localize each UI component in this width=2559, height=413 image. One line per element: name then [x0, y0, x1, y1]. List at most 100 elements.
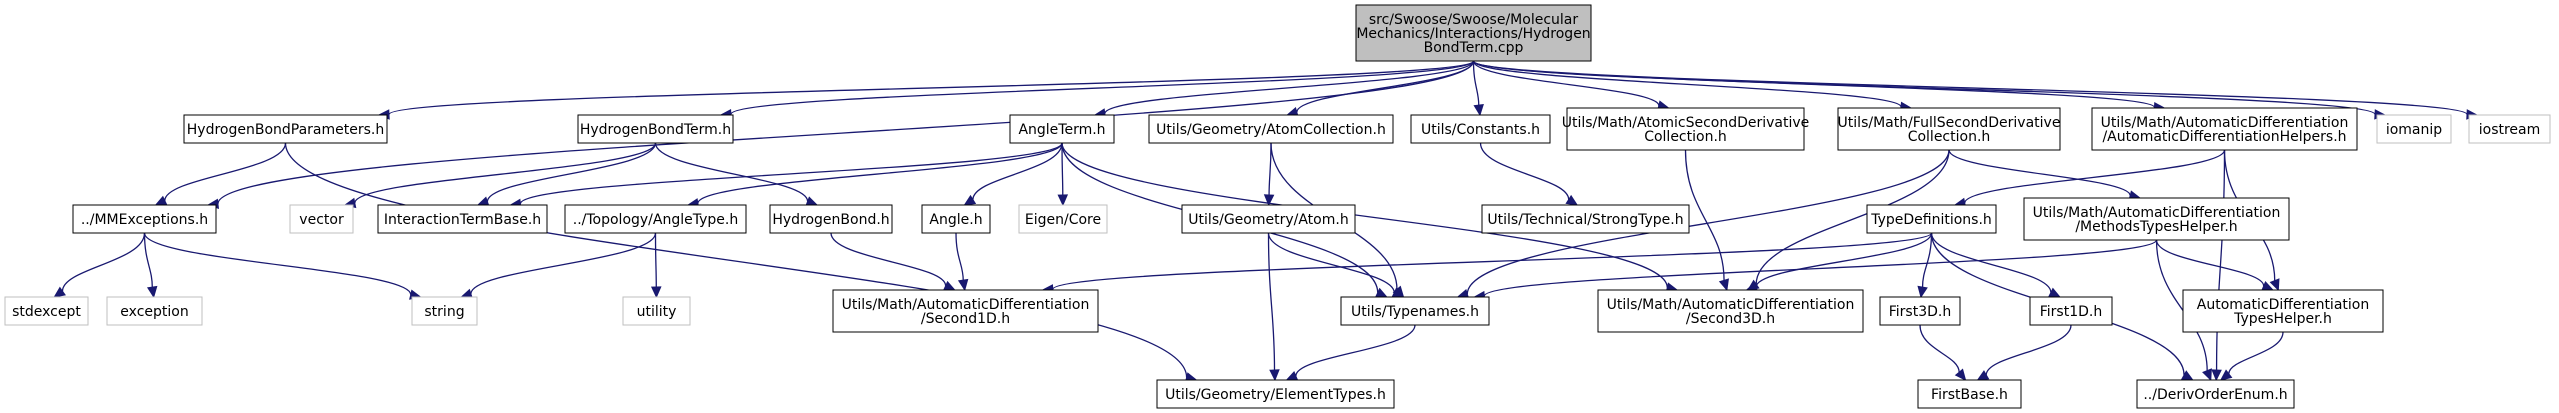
node-elementtypes[interactable]: Utils/Geometry/ElementTypes.h — [1156, 379, 1395, 409]
node-methodstypeshelper[interactable]: Utils/Math/AutomaticDifferentiation/Meth… — [2023, 197, 2290, 241]
node-constants[interactable]: Utils/Constants.h — [1410, 114, 1551, 144]
edge-typenames-to-elementtypes — [1285, 324, 1416, 381]
node-eigencore: Eigen/Core — [1018, 204, 1108, 234]
node-label: Mechanics/Interactions/Hydrogen — [1356, 26, 1590, 42]
node-label: utility — [637, 304, 677, 320]
edge-hydrogenbond-to-second1d — [830, 232, 956, 291]
node-label: stdexcept — [12, 304, 81, 320]
node-label: string — [424, 304, 464, 320]
node-label: HydrogenBondTerm.h — [580, 122, 731, 138]
node-label: FirstBase.h — [1931, 387, 2008, 403]
node-label: Utils/Geometry/Atom.h — [1188, 212, 1348, 228]
node-iomanip: iomanip — [2376, 114, 2452, 144]
node-label: AutomaticDifferentiation — [2197, 297, 2369, 313]
node-label: InteractionTermBase.h — [384, 212, 541, 228]
node-label: /MethodsTypesHelper.h — [2075, 219, 2237, 235]
node-string: string — [411, 296, 478, 326]
node-adhelpers[interactable]: Utils/Math/AutomaticDifferentiation/Auto… — [2091, 107, 2358, 151]
edge-angleterm-to-angletype — [686, 142, 1063, 209]
node-label: First1D.h — [2040, 304, 2102, 320]
node-label: iomanip — [2386, 122, 2442, 138]
node-first3d[interactable]: First3D.h — [1879, 296, 1961, 326]
node-hydrogenbond[interactable]: HydrogenBond.h — [769, 204, 893, 234]
edge-methodstypeshelper-to-derivorderenum — [2155, 239, 2212, 382]
node-label: HydrogenBond.h — [772, 212, 889, 228]
edge-angleterm-to-eigencore — [1057, 142, 1069, 207]
node-fullsecond[interactable]: Utils/Math/FullSecondDerivativeCollectio… — [1837, 107, 2061, 151]
node-root[interactable]: src/Swoose/Swoose/MolecularMechanics/Int… — [1355, 4, 1592, 62]
node-label: Utils/Typenames.h — [1351, 304, 1479, 320]
node-label: Utils/Geometry/AtomCollection.h — [1156, 122, 1386, 138]
node-hbterm[interactable]: HydrogenBondTerm.h — [577, 114, 734, 144]
edge-angleterm-to-angle — [963, 142, 1063, 206]
edge-root-to-hbparams — [377, 60, 1475, 120]
node-label: Angle.h — [929, 212, 982, 228]
node-label: Utils/Math/AutomaticDifferentiation — [1607, 297, 1855, 313]
node-label: Utils/Math/AutomaticDifferentiation — [2033, 205, 2281, 221]
edge-angletype-to-string — [460, 232, 657, 299]
node-derivorderenum[interactable]: ../DerivOrderEnum.h — [2136, 379, 2295, 409]
edge-methodstypeshelper-to-adtypeshelper — [2155, 239, 2274, 291]
node-firstbase[interactable]: FirstBase.h — [1917, 379, 2022, 409]
edge-angle-to-second1d — [955, 232, 969, 292]
edge-constants-to-strongtype — [1479, 142, 1579, 206]
edge-atom-to-elementtypes — [1267, 232, 1280, 382]
node-second3d[interactable]: Utils/Math/AutomaticDifferentiation/Seco… — [1597, 289, 1864, 333]
node-interactiontermbase[interactable]: InteractionTermBase.h — [377, 204, 548, 234]
dependency-edges — [53, 60, 2479, 383]
node-label: /Second3D.h — [1686, 311, 1775, 327]
edge-adtypeshelper-to-derivorderenum — [2219, 331, 2284, 381]
node-label: /AutomaticDifferentiationHelpers.h — [2102, 129, 2346, 145]
node-label: ../Topology/AngleType.h — [573, 212, 738, 228]
edge-mmexceptions-to-stdexcept — [53, 232, 146, 298]
node-first1d[interactable]: First1D.h — [2029, 296, 2113, 326]
node-strongtype[interactable]: Utils/Technical/StrongType.h — [1481, 204, 1690, 234]
node-label: Utils/Technical/StrongType.h — [1487, 212, 1683, 228]
node-label: HydrogenBondParameters.h — [187, 122, 384, 138]
node-label: Eigen/Core — [1025, 212, 1101, 228]
node-label: Collection.h — [1908, 129, 1991, 145]
edge-atomicsecond-to-second3d — [1684, 149, 1729, 292]
edge-hbparams-to-elementtypes — [284, 142, 1198, 383]
node-label: src/Swoose/Swoose/Molecular — [1369, 12, 1579, 28]
edge-root-to-hbterm — [719, 60, 1475, 120]
node-label: Utils/Constants.h — [1421, 122, 1540, 138]
node-label: AngleTerm.h — [1018, 122, 1105, 138]
node-vector: vector — [289, 204, 354, 234]
node-atomicsecond[interactable]: Utils/Math/AtomicSecondDerivativeCollect… — [1562, 107, 1810, 151]
node-mmexceptions[interactable]: ../MMExceptions.h — [72, 204, 217, 234]
edge-mmexceptions-to-string — [143, 232, 422, 300]
node-hbparams[interactable]: HydrogenBondParameters.h — [183, 114, 388, 144]
node-second1d[interactable]: Utils/Math/AutomaticDifferentiation/Seco… — [832, 289, 1099, 333]
node-angle[interactable]: Angle.h — [921, 204, 991, 234]
node-exception: exception — [106, 296, 203, 326]
node-label: iostream — [2479, 122, 2541, 138]
node-angleterm[interactable]: AngleTerm.h — [1009, 114, 1115, 144]
node-label: Collection.h — [1644, 129, 1727, 145]
edge-adhelpers-to-derivorderenum — [2211, 149, 2226, 382]
node-label: /Second1D.h — [921, 311, 1010, 327]
edge-typedefs-to-first3d — [1917, 232, 1933, 299]
node-angletype[interactable]: ../Topology/AngleType.h — [564, 204, 747, 234]
edge-hbparams-to-mmexceptions — [154, 142, 287, 206]
edge-root-to-atomcollection — [1286, 60, 1475, 118]
edge-root-to-adhelpers — [1472, 60, 2166, 113]
file-nodes: src/Swoose/Swoose/MolecularMechanics/Int… — [4, 4, 2551, 409]
node-label: Utils/Math/FullSecondDerivative — [1838, 115, 2061, 131]
node-label: First3D.h — [1889, 304, 1951, 320]
node-label: ../DerivOrderEnum.h — [2143, 387, 2287, 403]
node-label: ../MMExceptions.h — [81, 212, 208, 228]
edge-root-to-constants — [1472, 60, 1484, 117]
node-label: Utils/Geometry/ElementTypes.h — [1165, 387, 1386, 403]
node-label: Utils/Math/AutomaticDifferentiation — [842, 297, 1090, 313]
node-label: TypeDefinitions.h — [1870, 212, 1992, 228]
node-atom[interactable]: Utils/Geometry/Atom.h — [1181, 204, 1356, 234]
node-typedefs[interactable]: TypeDefinitions.h — [1866, 204, 1997, 234]
node-typenames[interactable]: Utils/Typenames.h — [1340, 296, 1490, 326]
edge-typedefs-to-second3d — [1745, 232, 1933, 292]
node-label: vector — [299, 212, 344, 228]
edge-angleterm-to-interactiontermbase — [509, 142, 1063, 210]
node-atomcollection[interactable]: Utils/Geometry/AtomCollection.h — [1148, 114, 1394, 144]
